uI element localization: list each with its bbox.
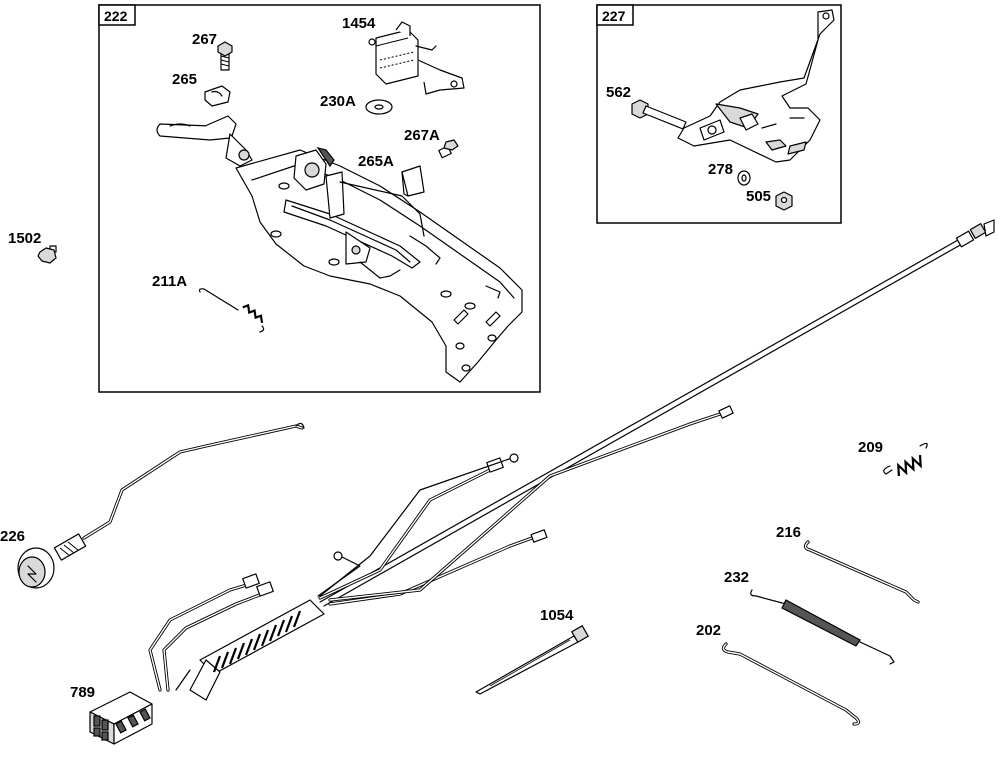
label-1054: 1054 bbox=[540, 607, 574, 624]
label-267A: 267A bbox=[404, 127, 440, 144]
label-216: 216 bbox=[776, 524, 801, 541]
harness-connector bbox=[89, 691, 153, 745]
harness-coil bbox=[212, 610, 302, 673]
box-227: 227 bbox=[596, 4, 842, 224]
part-209-spring bbox=[883, 442, 928, 477]
label-265A: 265A bbox=[358, 153, 394, 170]
label-265: 265 bbox=[172, 71, 197, 88]
part-230A-washer bbox=[365, 99, 393, 115]
part-211A-spring bbox=[198, 288, 265, 333]
part-562-bolt bbox=[631, 99, 687, 130]
label-1502: 1502 bbox=[8, 230, 41, 247]
part-1502-nut bbox=[37, 245, 57, 264]
part-222-bracket-assembly bbox=[156, 115, 523, 383]
label-267: 267 bbox=[192, 31, 217, 48]
label-226: 226 bbox=[0, 528, 25, 545]
part-278-washer bbox=[737, 170, 751, 186]
part-226-choke-cable bbox=[17, 422, 305, 589]
box-number-222: 222 bbox=[104, 8, 128, 24]
label-789: 789 bbox=[70, 684, 95, 701]
label-278: 278 bbox=[708, 161, 733, 178]
label-209: 209 bbox=[858, 439, 883, 456]
part-1054-cable-tie bbox=[475, 625, 589, 695]
label-505: 505 bbox=[746, 188, 771, 205]
part-232-spring bbox=[750, 589, 895, 665]
box-number-227: 227 bbox=[602, 8, 626, 24]
part-789-wire-harness bbox=[89, 219, 995, 745]
part-202-rod bbox=[721, 642, 861, 726]
part-1454-switch bbox=[368, 21, 465, 95]
part-267A-bolt bbox=[438, 139, 459, 159]
part-216-rod bbox=[803, 540, 920, 604]
label-232: 232 bbox=[724, 569, 749, 586]
label-202: 202 bbox=[696, 622, 721, 639]
label-230A: 230A bbox=[320, 93, 356, 110]
part-265A-bracket bbox=[401, 165, 425, 197]
part-267-bolt bbox=[217, 41, 233, 71]
label-211A: 211A bbox=[152, 273, 187, 290]
label-1454: 1454 bbox=[342, 15, 376, 32]
label-562: 562 bbox=[606, 84, 631, 101]
part-505-nut bbox=[775, 191, 793, 211]
box-222: 222 bbox=[98, 4, 541, 393]
part-265-clip bbox=[204, 85, 231, 107]
part-227-pedal bbox=[677, 9, 835, 163]
